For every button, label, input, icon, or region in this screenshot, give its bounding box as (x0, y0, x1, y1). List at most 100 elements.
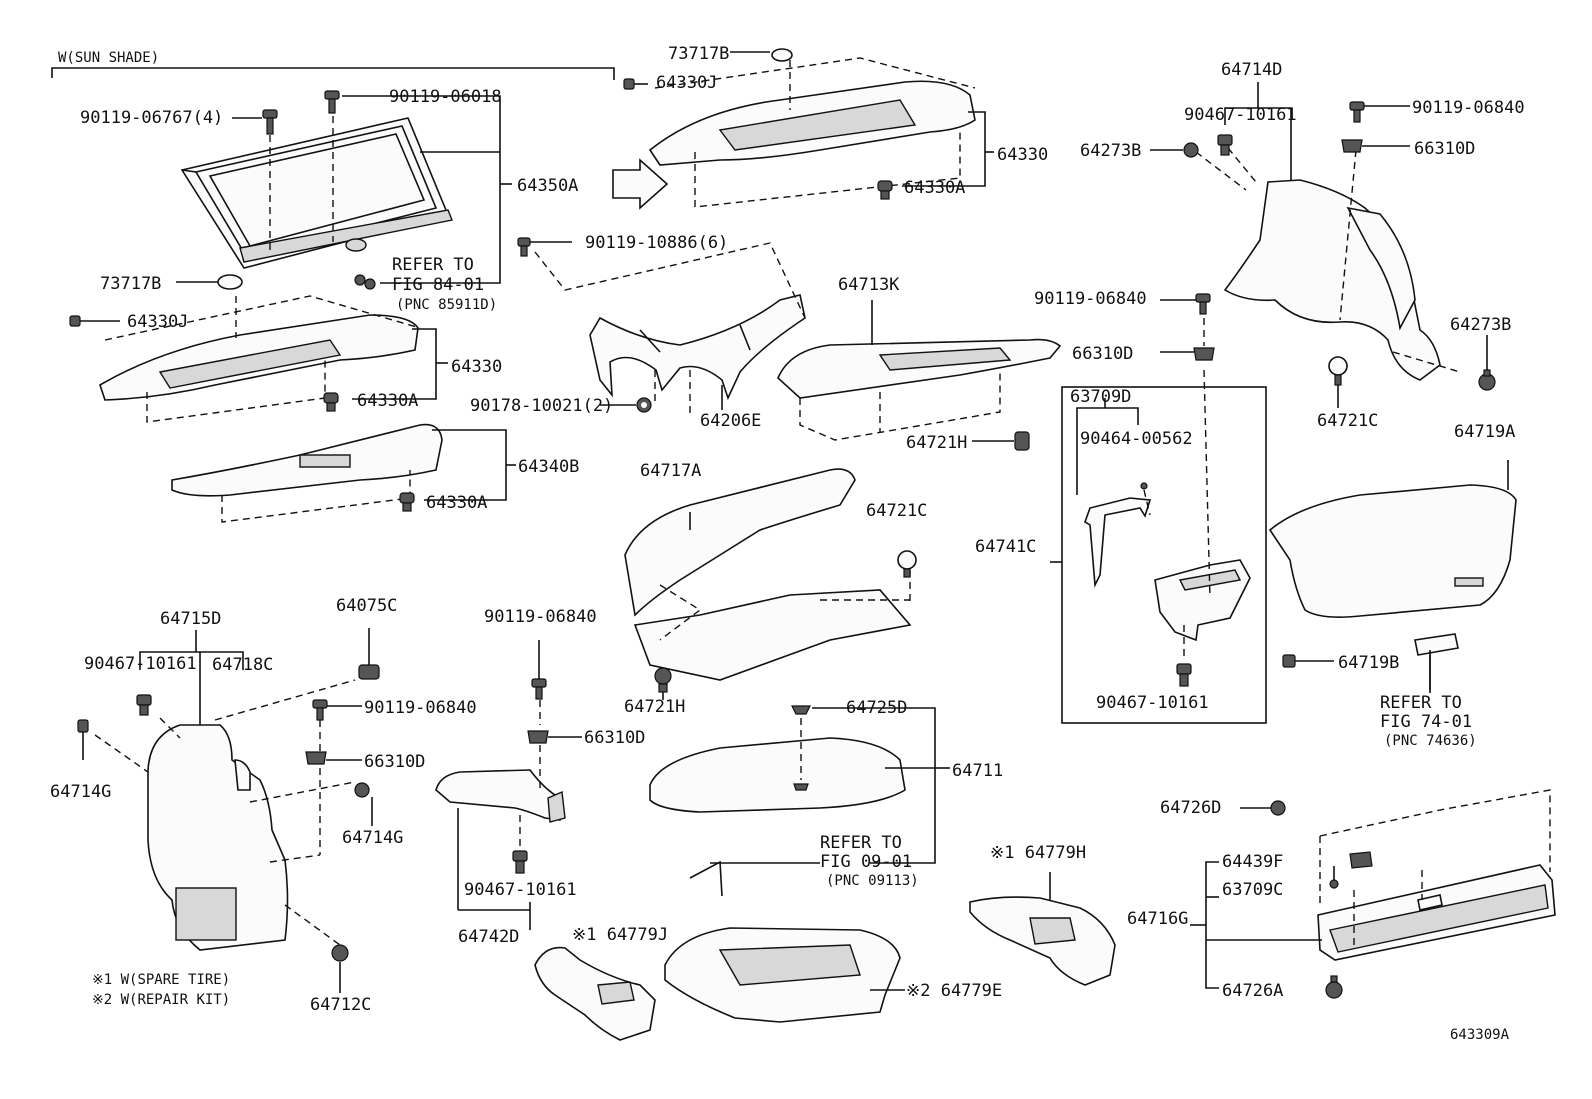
ref3-line3: (PNC 09113) (826, 873, 919, 889)
part-label-64721C-mid: 64721C (866, 501, 927, 521)
part-label-90119-06840-l: 90119-06840 (364, 698, 477, 718)
part-label-90467-10161-box: 90467-10161 (1096, 693, 1209, 713)
ref3-line2: FIG 09-01 (820, 852, 912, 872)
bolt-icon-90467-10161-l (136, 694, 152, 716)
clip-icon-66310D-mid (1193, 347, 1215, 361)
rear-panel-trim-64716G (1317, 789, 1556, 961)
direction-arrow-icon (612, 158, 669, 210)
clip-icon-63709C (1329, 866, 1339, 889)
bolt-icon-90467-10161-tr (1217, 134, 1233, 156)
part-label-64714G-l: 64714G (50, 782, 111, 802)
part-label-64742D: 64742D (458, 927, 519, 947)
sun-shade-assembly (180, 104, 453, 290)
spare-tire-block-64779H (969, 872, 1116, 986)
part-label-64721C-r: 64721C (1317, 411, 1378, 431)
part-label-90467-10161-c: 90467-10161 (464, 880, 577, 900)
package-tray-top (648, 48, 976, 208)
side-trim-right-64714D (1195, 82, 1461, 381)
part-label-64719A: 64719A (1454, 422, 1515, 442)
clip-icon-64330J-left (69, 315, 120, 327)
clip-icon-64721C-r (1328, 356, 1348, 386)
trunk-floor-side-64717A (624, 468, 912, 681)
sun-shade-group-label: W(SUN SHADE) (58, 50, 159, 66)
part-label-64715D: 64715D (160, 609, 221, 629)
part-label-90119-06840-c: 90119-06840 (484, 607, 597, 627)
part-label-90119-06018: 90119-06018 (389, 87, 502, 107)
trunk-mat-64711 (649, 705, 950, 897)
bolt-icon-90119-06840-c (531, 678, 547, 700)
side-trim-left-64715D (94, 630, 356, 951)
clip-icon-64330J-top (623, 78, 648, 90)
part-label-64273B-r: 64273B (1450, 315, 1511, 335)
bolt-icon-90119-06840-tr (1349, 101, 1365, 123)
part-label-90464-00562: 90464-00562 (1080, 429, 1193, 449)
ref1-line2: FIG 84-01 (392, 275, 484, 295)
ref3-line1: REFER TO (820, 833, 902, 853)
part-label-64726A: 64726A (1222, 981, 1283, 1001)
part-label-66310D-l: 66310D (364, 752, 425, 772)
part-label-64711: 64711 (952, 761, 1003, 781)
clip-icon-64273B-l (1183, 142, 1199, 158)
clip-icon-64330A-left (323, 392, 339, 412)
ref1-line1: REFER TO (392, 255, 474, 275)
part-label-64350A: 64350A (517, 176, 578, 196)
part-label-64717A: 64717A (640, 461, 701, 481)
trunk-lid-trim-64719A (1268, 460, 1517, 618)
part-label-64721H-low: 64721H (624, 697, 685, 717)
clip-icon-64712C (331, 944, 349, 993)
bolt-icon-90119-06840-mid (1195, 293, 1211, 315)
detail-box-64741C (1061, 369, 1267, 724)
part-label-73717B-top: 73717B (668, 44, 729, 64)
bolt-icon-90467-10161-c (512, 850, 528, 874)
clip-icon-66310D-c (527, 730, 549, 744)
part-label-64779H: ※1 64779H (990, 843, 1086, 863)
bolt-icon-90467-10161-box (1176, 663, 1192, 687)
part-label-64779J: ※1 64779J (572, 925, 668, 945)
part-label-64340B: 64340B (518, 457, 579, 477)
rear-brace-64206E (534, 242, 806, 418)
bolt-icon-90119-06840-l (312, 699, 328, 721)
part-label-64439F: 64439F (1222, 852, 1283, 872)
part-label-64716G: 64716G (1127, 909, 1188, 929)
part-label-64712C: 64712C (310, 995, 371, 1015)
part-label-90178-10021: 90178-10021(2) (470, 396, 613, 416)
part-label-64714D: 64714D (1221, 60, 1282, 80)
clip-icon-64721H-low (654, 667, 672, 693)
part-label-90119-06840-mid: 90119-06840 (1034, 289, 1147, 309)
part-label-63709C: 63709C (1222, 880, 1283, 900)
figure-id: 643309A (1450, 1027, 1510, 1043)
clip-icon-64721H-mid (1014, 431, 1030, 451)
clip-icon-64719B (1282, 654, 1296, 668)
bolt-icon-90119-06767 (262, 109, 278, 135)
clip-icon-64439F (1349, 851, 1373, 869)
ref2-line3: (PNC 74636) (1384, 733, 1477, 749)
ref2-line2: FIG 74-01 (1380, 712, 1472, 732)
clip-icon-66310D-l (305, 751, 327, 765)
part-label-90467-10161-l: 90467-10161 (84, 654, 197, 674)
clip-icon-64075C (358, 628, 380, 680)
part-label-64725D: 64725D (846, 698, 907, 718)
part-label-64714G-r: 64714G (342, 828, 403, 848)
repair-kit-tray-64779E (664, 927, 905, 1023)
part-label-66310D-tr: 66310D (1414, 139, 1475, 159)
clip-icon-64726A (1325, 975, 1343, 999)
bolt-icon-90119-06018 (324, 90, 340, 114)
part-label-64330-top: 64330 (997, 145, 1048, 165)
part-label-64330A-low: 64330A (426, 493, 487, 513)
part-label-63709D: 63709D (1070, 387, 1131, 407)
trunk-side-box-64742D (435, 700, 566, 930)
sun-shade-group-bracket: W(SUN SHADE) (51, 50, 615, 80)
part-label-90119-10886: 90119-10886(6) (585, 233, 728, 253)
part-label-64713K: 64713K (838, 275, 900, 295)
part-label-66310D-c: 66310D (584, 728, 645, 748)
part-label-64330A-left: 64330A (357, 391, 418, 411)
part-label-64718C: 64718C (212, 655, 273, 675)
ref1-line3: (PNC 85911D) (396, 297, 497, 313)
part-label-64206E: 64206E (700, 411, 761, 431)
clip-icon-64721C-mid (897, 550, 917, 578)
spare-tire-block-64779J (534, 946, 656, 1041)
part-label-64273B-l: 64273B (1080, 141, 1141, 161)
part-label-64741C: 64741C (975, 537, 1036, 557)
clip-icon-64714G-r (354, 782, 373, 826)
